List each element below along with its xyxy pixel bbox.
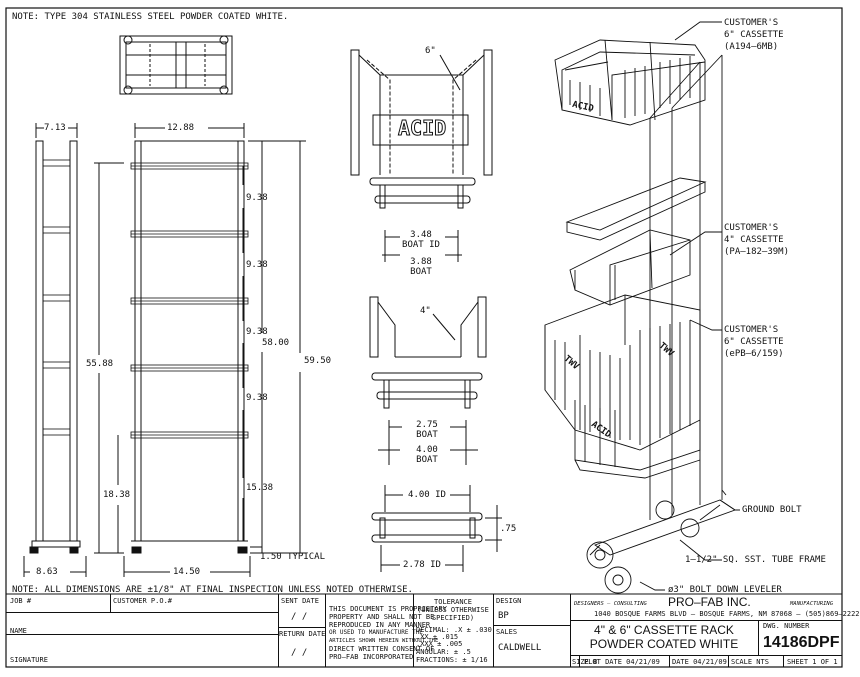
callout-2-line3: (PA–182–39M) (724, 247, 790, 257)
tb-return-date: RETURN DATE (279, 630, 326, 638)
tb-size: SIZE B (572, 658, 598, 666)
tb-prop-1: THIS DOCUMENT IS PROPRIETARY (329, 605, 448, 613)
tb-prop-2: PROPERTY AND SHALL NOT BE (329, 613, 435, 621)
tray4-dim2: 4.00 (416, 445, 438, 455)
tray4-label: 4" (420, 306, 431, 316)
tb-sent-date: SENT DATE (281, 597, 319, 605)
front-width-bottom: 14.50 (173, 567, 201, 577)
tb-design-val: BP (498, 611, 509, 621)
rail-bottom: 2.78 ID (403, 560, 441, 570)
callout-3-line2: 6" CASSETTE (724, 337, 784, 347)
tb-prop-3: REPRODUCED IN ANY MANNER (329, 621, 431, 629)
tray4-dim1-label: BOAT (416, 430, 438, 440)
tray6-dim2: 3.88 (410, 257, 432, 267)
tb-tol-row-2: .XX ± .015 (416, 633, 459, 641)
tb-tol-3: SPECIFIED) (431, 614, 475, 622)
callout-1-line1: CUSTOMER'S (724, 18, 779, 28)
tb-dwg-label: DWG. NUMBER (763, 622, 810, 630)
tb-sales-val: CALDWELL (498, 643, 542, 653)
tb-designers: DESIGNERS – CONSULTING (574, 601, 647, 607)
spacing-3: 9.38 (246, 327, 268, 337)
tb-tol-2: (UNLESS OTHERWISE (417, 606, 489, 614)
header-note: NOTE: TYPE 304 STAINLESS STEEL POWDER CO… (12, 12, 289, 22)
tb-prop-4: OR USED TO MANUFACTURE THE (329, 629, 423, 636)
tray6-dim1: 3.48 (410, 230, 432, 240)
tb-scale: SCALE NTS (731, 658, 769, 666)
tb-date: DATE 04/21/09 (672, 658, 727, 666)
callout-frame: 1–1/2" SQ. SST. TUBE FRAME (685, 555, 826, 565)
front-width-top: 12.88 (167, 123, 195, 133)
tb-signature: SIGNATURE (10, 656, 48, 664)
side-view (23, 123, 124, 577)
tray6-dim1-label: BOAT ID (402, 240, 440, 250)
callout-ground-bolt: GROUND BOLT (742, 505, 802, 515)
callout-1-line2: 6" CASSETTE (724, 30, 784, 40)
tb-tol-row-4: ANGULAR: ± .5 (416, 648, 471, 656)
callout-2-line2: 4" CASSETTE (724, 235, 784, 245)
tb-design: DESIGN (496, 597, 522, 605)
tb-tol-row-1: DECIMAL: .X ± .030 (416, 626, 492, 634)
tb-tol-row-3: .XXX ± .005 (416, 640, 463, 648)
tb-sales: SALES (496, 628, 518, 636)
tb-name: NAME (10, 627, 27, 635)
overall-height: 59.50 (304, 356, 332, 366)
tb-manufacturing: MANUFACTURING (790, 601, 834, 607)
tray4-dim1: 2.75 (416, 420, 438, 430)
callout-1-line3: (A194–6MB) (724, 42, 779, 52)
tb-prop-5: ARTICLES SHOWN HEREIN WITHOUT THE (329, 638, 439, 644)
isometric-view (544, 21, 740, 594)
rail-detail (371, 485, 502, 572)
tray6-acid: ACID (397, 116, 447, 140)
callout-leveler: ø3" BOLT DOWN LEVELER (668, 585, 782, 595)
callout-3-line1: CUSTOMER'S (724, 325, 779, 335)
tray6-dim2-label: BOAT (410, 267, 432, 277)
tb-sheet: SHEET 1 OF 1 (787, 658, 838, 666)
tray6-label: 6" (425, 46, 436, 56)
tb-return-val: / / (291, 648, 308, 658)
tb-company: PRO–FAB INC. (668, 595, 751, 609)
tb-plot-date: PLOT DATE 04/21/09 (584, 658, 660, 666)
spacing-1: 9.38 (246, 193, 268, 203)
callout-3-line3: (ePB–6/159) (724, 349, 784, 359)
shelf-height: 18.38 (103, 490, 131, 500)
tb-tol-1: TOLERANCE (434, 598, 472, 606)
sheet-border (5, 7, 843, 668)
tb-customer-po: CUSTOMER P.O.# (113, 597, 173, 605)
front-view (117, 123, 306, 577)
tb-title-1: 4" & 6" CASSETTE RACK (594, 623, 734, 637)
tb-sent-val: / / (291, 612, 308, 622)
rail-top: 4.00 ID (408, 490, 446, 500)
tray-4-view (369, 296, 487, 465)
tb-prop-6: DIRECT WRITTEN CONSENT OF (329, 645, 435, 653)
tb-address: 1040 BOSQUE FARMS BLVD – BOSQUE FARMS, N… (594, 610, 860, 618)
top-view (119, 35, 233, 95)
callout-2-line1: CUSTOMER'S (724, 223, 779, 233)
tray4-dim2-label: BOAT (416, 455, 438, 465)
spacing-2: 9.38 (246, 260, 268, 270)
side-width-top: 7.13 (44, 123, 66, 133)
side-height: 55.88 (86, 359, 114, 369)
tb-title-2: POWDER COATED WHITE (589, 637, 739, 651)
tb-dwg-number: 14186DPF (763, 634, 840, 651)
overall-inner: 58.00 (262, 338, 290, 348)
tb-prop-7: PRO–FAB INCORPORATED (329, 653, 414, 661)
tb-tol-row-5: FRACTIONS: ± 1/16 (416, 656, 488, 664)
bottom-spacing: 15.38 (246, 483, 274, 493)
leveler-height: 1.50 TYPICAL (260, 552, 326, 562)
tray-6-view (350, 49, 493, 262)
footer-note: NOTE: ALL DIMENSIONS ARE ±1/8" AT FINAL … (12, 585, 413, 595)
tb-job: JOB # (10, 597, 32, 605)
spacing-4: 9.38 (246, 393, 268, 403)
rail-height: .75 (500, 524, 517, 534)
side-width-bottom: 8.63 (36, 567, 58, 577)
